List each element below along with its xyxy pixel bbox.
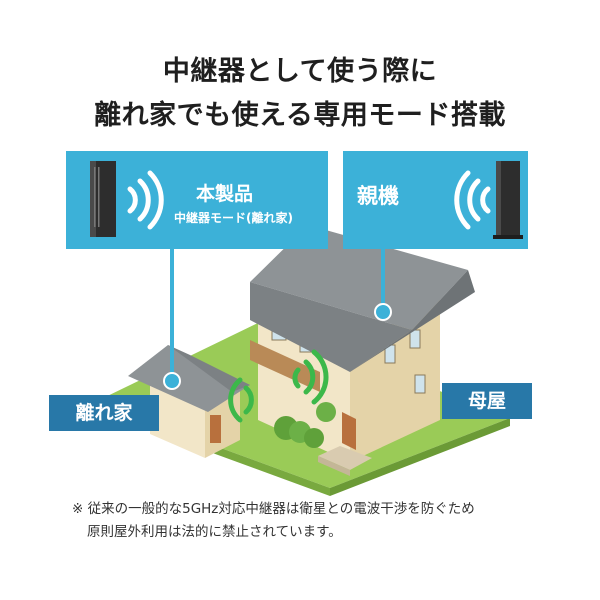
footnote: ※ 従来の一般的な5GHz対応中継器は衛星との電波干渉を防ぐため 原則屋外利用は… — [72, 498, 592, 544]
product-title: 本製品 — [196, 183, 254, 205]
annex-label: 離れ家 — [49, 395, 159, 431]
parent-title: 親機 — [357, 184, 399, 208]
connectors — [163, 249, 392, 390]
router-device-icon — [90, 161, 164, 237]
main-house-label: 母屋 — [442, 383, 532, 419]
router-device-icon — [454, 161, 523, 239]
headline-line-2: 離れ家でも使える専用モード搭載 — [94, 100, 506, 131]
product-mode-subtitle: 中継器モード(離れ家) — [174, 211, 293, 225]
wifi-waves — [228, 349, 329, 423]
main-roof — [250, 225, 475, 372]
footnote-line-1: ※ 従来の一般的な5GHz対応中継器は衛星との電波干渉を防ぐため — [72, 501, 475, 517]
parent-callout: 親機 — [343, 151, 528, 249]
headline: 中継器として使う際に 離れ家でも使える専用モード搭載 — [0, 50, 600, 138]
bushes — [274, 402, 336, 448]
headline-line-1: 中継器として使う際に — [162, 56, 438, 87]
product-callout: 本製品 中継器モード(離れ家) — [66, 151, 328, 249]
annex-house — [128, 345, 250, 458]
footnote-line-2: 原則屋外利用は法的に禁止されています。 — [87, 524, 342, 540]
